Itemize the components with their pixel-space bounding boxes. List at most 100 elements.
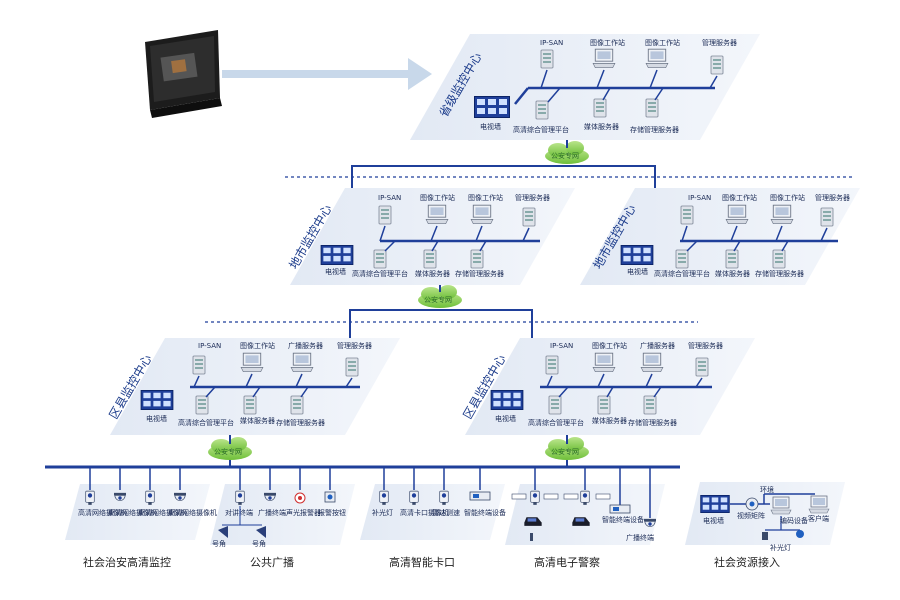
terminal-device-icon — [469, 491, 491, 501]
platform-server-icon — [373, 249, 387, 269]
server-icon — [522, 207, 536, 227]
device-label: 存储管理服务器 — [455, 269, 504, 278]
fill-light-icon — [762, 532, 768, 540]
section-title: 社会治安高清监控 — [83, 555, 171, 569]
device-label: IP-SAN — [378, 194, 401, 202]
device-label: 图像工作站 — [240, 341, 275, 350]
portable-case-image — [145, 30, 222, 118]
device-label: 客户端 — [808, 514, 829, 523]
section-title: 高清智能卡口 — [389, 555, 455, 569]
media-server-icon — [593, 98, 607, 118]
broadcast-server-icon — [290, 352, 314, 373]
section-checkpoint: 补光灯 高清卡口摄像机 雷达测速 智能终端设备 高清智能卡口 — [360, 467, 506, 569]
device-label: 声光报警器 — [286, 508, 321, 517]
device-label: 广播终端 — [626, 533, 654, 542]
device-label: 管理服务器 — [702, 38, 737, 47]
device-label: 视频矩阵 — [737, 511, 765, 520]
ip-san-icon — [192, 355, 206, 375]
police-network-cloud: 公安专网 — [545, 141, 589, 164]
device-label: 公安专网 — [551, 447, 579, 456]
workstation-icon — [240, 352, 264, 373]
police-network-cloud: 公安专网 — [418, 285, 462, 308]
device-label: 管理服务器 — [688, 341, 723, 350]
device-label: IP-SAN — [198, 342, 221, 350]
workstation-icon — [725, 204, 749, 225]
device-label: 存储管理服务器 — [628, 418, 677, 427]
device-label: 电视墙 — [627, 267, 648, 276]
media-server-icon — [423, 249, 437, 269]
device-label: 高清网络摄像机 — [108, 508, 157, 517]
device-label: 广播服务器 — [640, 341, 675, 350]
media-server-icon — [243, 395, 257, 415]
section-title: 公共广播 — [250, 555, 294, 569]
server-icon — [820, 207, 834, 227]
device-label: 高清综合管理平台 — [528, 418, 584, 427]
device-label: 图像工作站 — [468, 193, 503, 202]
video-wall-icon — [490, 390, 524, 410]
terminal-device-icon — [609, 504, 631, 514]
device-label: 媒体服务器 — [715, 269, 750, 278]
district-center-right: 区县监控中心 IP-SAN 图像工作站 广播服务器 管理服务器 电视墙 高清综合… — [460, 338, 755, 435]
server-icon — [710, 55, 724, 75]
device-label: 公安专网 — [424, 295, 452, 304]
detector-icon — [530, 533, 533, 541]
arrow-icon — [222, 58, 432, 90]
ip-san-icon — [378, 205, 392, 225]
device-label: 环境 — [760, 485, 774, 494]
server-icon — [345, 357, 359, 377]
device-label: 图像工作站 — [645, 38, 680, 47]
workstation-icon — [592, 352, 616, 373]
device-label: 媒体服务器 — [592, 416, 627, 425]
ip-san-icon — [545, 355, 559, 375]
media-server-icon — [725, 249, 739, 269]
video-wall-icon — [474, 96, 510, 118]
encoder-icon — [770, 496, 792, 515]
workstation-icon — [425, 204, 449, 225]
horn-icon — [218, 526, 228, 538]
media-server-icon — [597, 395, 611, 415]
city-center-left: 地市监控中心 IP-SAN 图像工作站 图像工作站 管理服务器 电视墙 高清综合… — [286, 188, 575, 285]
alarm-icon — [294, 492, 306, 504]
device-label: 电视墙 — [480, 122, 501, 131]
device-label: 公安专网 — [214, 447, 242, 456]
device-label: 存储管理服务器 — [276, 418, 325, 427]
device-label: 号角 — [252, 539, 266, 548]
device-label: 高清综合管理平台 — [352, 269, 408, 278]
workstation-icon — [645, 48, 669, 69]
workstation-icon — [592, 48, 616, 69]
device-label: 公安专网 — [551, 151, 579, 160]
device-label: 补光灯 — [770, 543, 791, 552]
device-label: 媒体服务器 — [415, 269, 450, 278]
device-label: 高清综合管理平台 — [178, 418, 234, 427]
device-label: 管理服务器 — [815, 193, 850, 202]
device-label: 图像工作站 — [420, 193, 455, 202]
device-label: 存储管理服务器 — [755, 269, 804, 278]
broadcast-server-icon — [640, 352, 664, 373]
device-label: 补光灯 — [372, 508, 393, 517]
provincial-center: 省级监控中心 IP-SAN 图像工作站 图像工作站 管理服务器 电视墙 高清综合… — [410, 34, 760, 140]
device-label: IP-SAN — [550, 342, 573, 350]
section-epolice: 智能终端设备 广播终端 高清电子警察 — [505, 467, 665, 569]
device-label: 电视墙 — [703, 516, 724, 525]
section-social-resources: 电视墙 视频矩阵 环境 编码设备 客户端 补光灯 社会资源接入 — [685, 482, 845, 569]
device-label: 高清综合管理平台 — [654, 269, 710, 278]
storage-server-icon — [772, 249, 786, 269]
section-broadcast: 对讲终端 广播终端 声光报警器 报警按钮 号角 号角 公共广播 — [210, 467, 355, 569]
city-center-right: 地市监控中心 IP-SAN 图像工作站 图像工作站 管理服务器 电视墙 高清综合… — [580, 188, 860, 285]
storage-server-icon — [645, 98, 659, 118]
platform-server-icon — [548, 395, 562, 415]
device-label: 广播服务器 — [288, 341, 323, 350]
workstation-icon — [770, 204, 794, 225]
device-label: 管理服务器 — [515, 193, 550, 202]
device-label: 媒体服务器 — [240, 416, 275, 425]
platform-server-icon — [535, 100, 549, 120]
device-label: 存储管理服务器 — [630, 125, 679, 134]
device-label: 图像工作站 — [722, 193, 757, 202]
video-matrix-icon — [745, 497, 759, 511]
device-label: 报警按钮 — [318, 508, 346, 517]
device-label: 高清网络摄像机 — [78, 508, 127, 517]
video-wall-icon — [620, 245, 654, 265]
section-title: 高清电子警察 — [534, 555, 600, 569]
ip-san-icon — [680, 205, 694, 225]
